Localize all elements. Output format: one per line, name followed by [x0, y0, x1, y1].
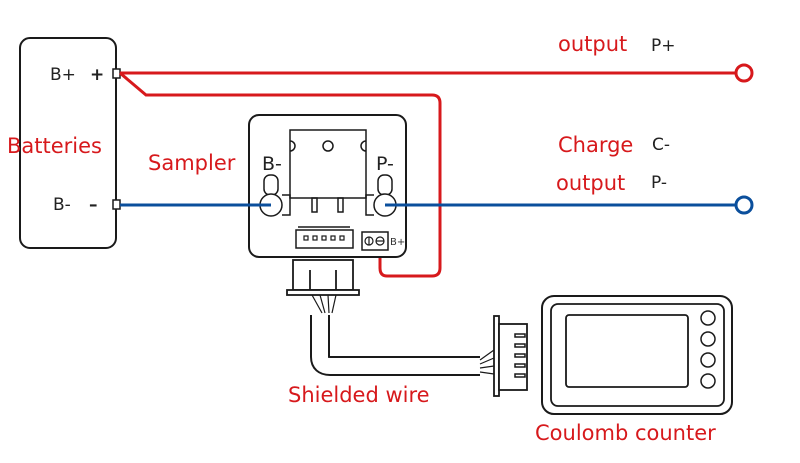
battery-positive-sign: + — [90, 65, 104, 85]
charge-label: Charge — [558, 133, 633, 157]
sampler-bplus-wire — [119, 71, 442, 278]
shielded-wire-label: Shielded wire — [288, 383, 430, 407]
counter-button-3 — [700, 352, 716, 368]
positive-output-label: output — [558, 32, 627, 56]
sampler-left-terminal-label: B- — [262, 153, 282, 175]
negative-output-terminal-label: P- — [651, 173, 667, 193]
battery-positive-terminal — [112, 68, 121, 79]
positive-output-terminal-label: P+ — [651, 36, 676, 56]
shunt-block — [289, 129, 367, 199]
charge-terminal-label: C- — [652, 135, 670, 155]
display-cable-plug — [493, 315, 528, 397]
coulomb-counter-label: Coulomb counter — [535, 421, 716, 445]
counter-button-4 — [700, 373, 716, 389]
positive-output-terminal-icon — [734, 63, 754, 83]
battery-positive-terminal-label: B+ — [50, 65, 76, 85]
counter-button-1 — [700, 310, 716, 326]
battery-negative-sign: – — [89, 195, 98, 215]
sampler-bplus-port-label: B+ — [390, 237, 405, 248]
negative-output-terminal-icon — [734, 195, 754, 215]
coulomb-counter — [541, 295, 733, 415]
batteries-label: Batteries — [7, 134, 102, 158]
sampler-module: B+ — [248, 114, 407, 258]
sampler-right-terminal-label: P- — [376, 153, 394, 175]
sampler-cable-plug — [286, 259, 360, 314]
battery-negative-terminal-label: B- — [53, 195, 71, 215]
counter-button-2 — [700, 331, 716, 347]
counter-screen — [565, 314, 689, 388]
battery-negative-terminal — [112, 199, 121, 210]
sampler-label: Sampler — [148, 151, 236, 175]
negative-output-label: output — [556, 171, 625, 195]
battery-pack — [19, 37, 117, 249]
